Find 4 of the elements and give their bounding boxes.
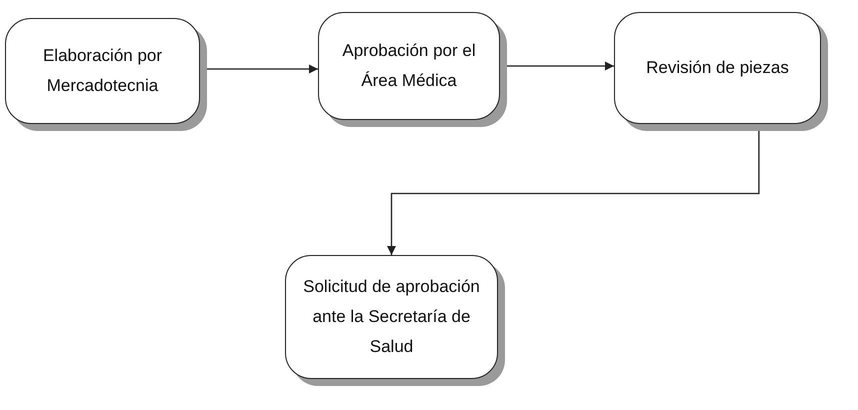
box-label: Revisión de piezas [645,57,790,79]
box-label: Solicitud de aprobación ante la Secretaría de Salud [302,276,481,358]
box-label: Elaboración por Mercadotecnia [42,45,164,97]
box-label: Aprobación por el Área Médica [341,40,477,92]
